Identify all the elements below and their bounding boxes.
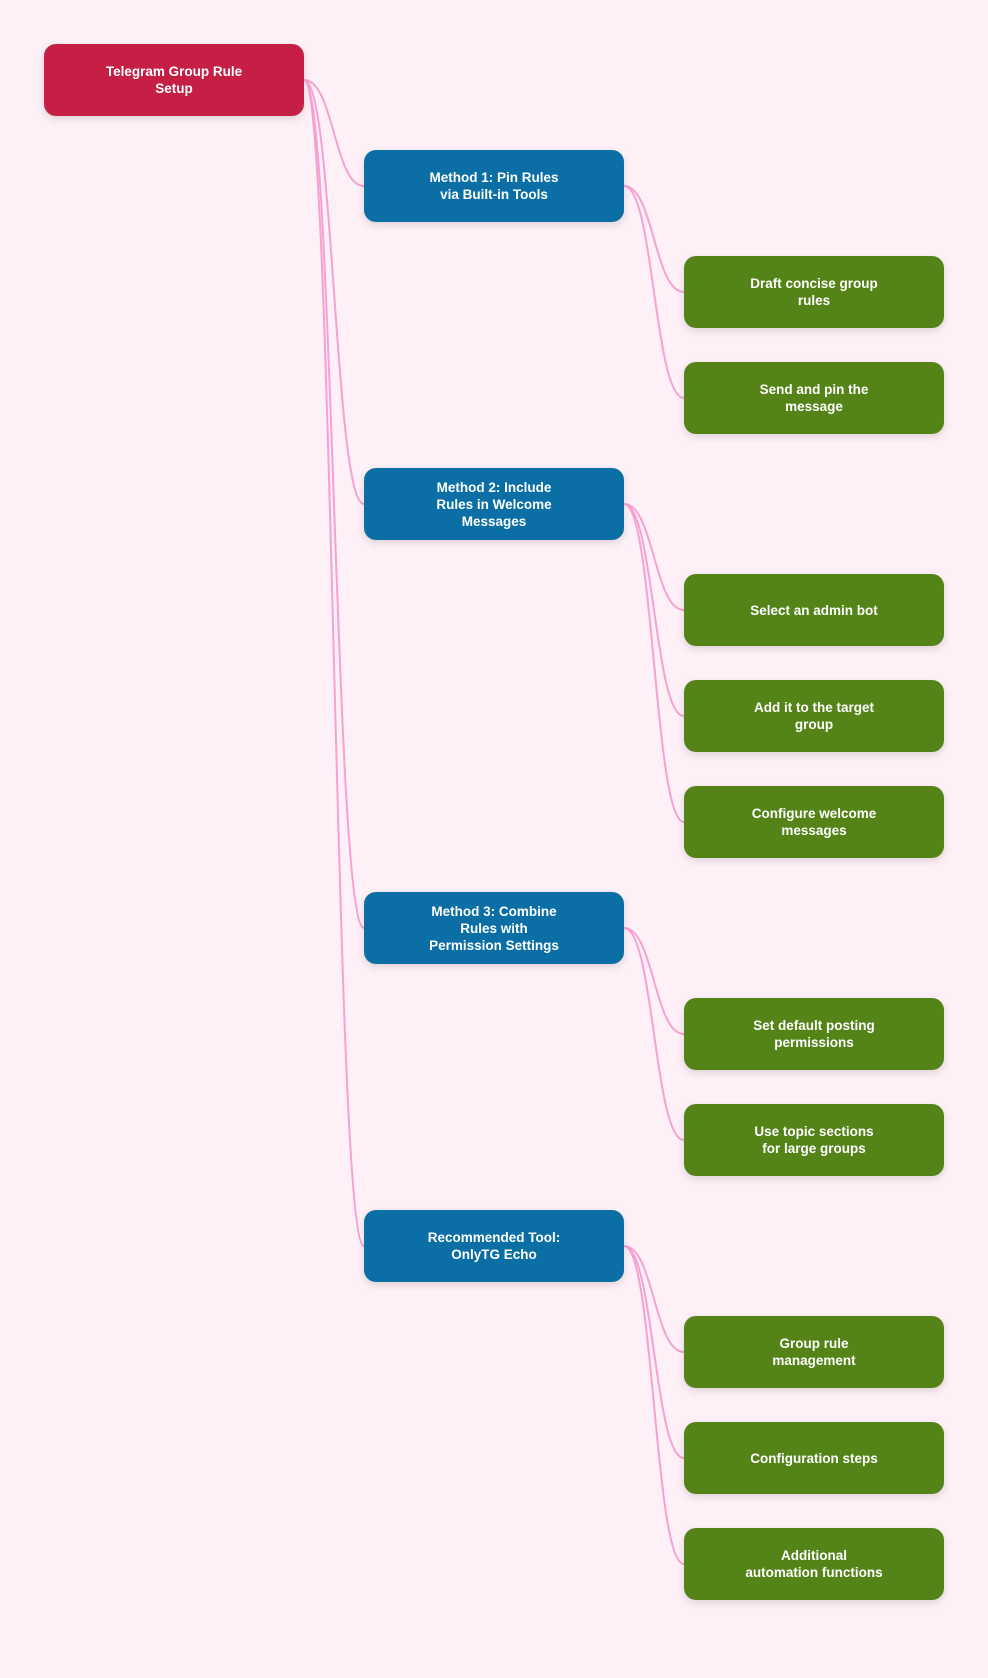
method-4-node[interactable]: Recommended Tool: OnlyTG Echo (364, 1210, 624, 1282)
link-method-2-step-1 (623, 503, 685, 611)
link-method-3-step-1 (623, 927, 685, 1035)
method-1-step-1-node[interactable]: Draft concise group rules (684, 256, 944, 328)
method-1-label: Method 1: Pin Rules via Built-in Tools (429, 170, 559, 202)
link-root-method-1 (303, 79, 365, 187)
link-method-4-step-2 (623, 1245, 685, 1459)
root-node-label: Telegram Group Rule Setup (105, 64, 243, 96)
method-3-step-1-label: Set default posting permissions (753, 1018, 875, 1050)
method-4-step-2-label: Configuration steps (750, 1450, 878, 1466)
link-method-2-step-3 (623, 503, 685, 823)
method-1-step-2-label: Send and pin the message (759, 382, 869, 414)
method-4-step-1-label: Group rule management (772, 1336, 856, 1368)
method-2-step-3-label: Configure welcome messages (751, 806, 877, 838)
method-3-node[interactable]: Method 3: Combine Rules with Permission … (364, 892, 624, 964)
method-4-step-3-label: Additional automation functions (745, 1548, 883, 1580)
method-3-label: Method 3: Combine Rules with Permission … (429, 903, 559, 953)
link-root-method-3 (303, 79, 365, 929)
link-root-method-4 (303, 79, 365, 1247)
link-method-4-step-3 (623, 1245, 685, 1565)
method-3-step-2-label: Use topic sections for large groups (754, 1124, 874, 1156)
method-4-step-2-node[interactable]: Configuration steps (684, 1422, 944, 1494)
link-method-2-step-2 (623, 503, 685, 717)
method-4-step-1-node[interactable]: Group rule management (684, 1316, 944, 1388)
method-1-step-2-node[interactable]: Send and pin the message (684, 362, 944, 434)
link-method-3-step-2 (623, 927, 685, 1141)
method-3-step-2-node[interactable]: Use topic sections for large groups (684, 1104, 944, 1176)
method-2-label: Method 2: Include Rules in Welcome Messa… (436, 479, 552, 529)
method-2-step-3-node[interactable]: Configure welcome messages (684, 786, 944, 858)
method-4-label: Recommended Tool: OnlyTG Echo (427, 1230, 561, 1262)
root-node[interactable]: Telegram Group Rule Setup (44, 44, 304, 116)
method-2-step-2-node[interactable]: Add it to the target group (684, 680, 944, 752)
method-1-step-1-label: Draft concise group rules (750, 276, 878, 308)
link-method-1-step-2 (623, 185, 685, 399)
method-4-step-3-node[interactable]: Additional automation functions (684, 1528, 944, 1600)
method-1-node[interactable]: Method 1: Pin Rules via Built-in Tools (364, 150, 624, 222)
link-root-method-2 (303, 79, 365, 505)
link-method-1-step-1 (623, 185, 685, 293)
method-2-step-1-label: Select an admin bot (750, 602, 878, 618)
link-method-4-step-1 (623, 1245, 685, 1353)
method-2-step-1-node[interactable]: Select an admin bot (684, 574, 944, 646)
method-2-step-2-label: Add it to the target group (754, 700, 874, 732)
method-2-node[interactable]: Method 2: Include Rules in Welcome Messa… (364, 468, 624, 540)
method-3-step-1-node[interactable]: Set default posting permissions (684, 998, 944, 1070)
